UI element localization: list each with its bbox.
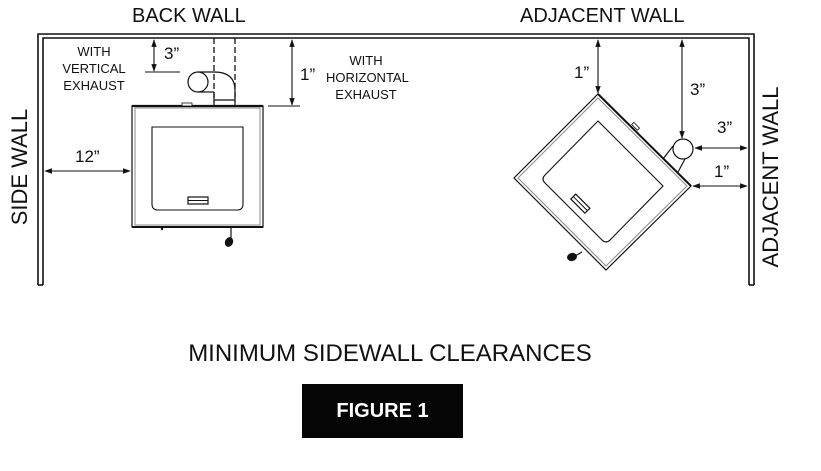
room-walls <box>37 33 755 286</box>
side-wall-label: SIDE WALL <box>7 108 32 226</box>
dim-side-corner: 1” <box>714 162 730 181</box>
control-knob <box>224 237 234 247</box>
dim-pipe-top: 3” <box>690 80 706 99</box>
note-line: EXHAUST <box>335 87 397 102</box>
figure-label: FIGURE 1 <box>336 399 429 422</box>
note-line: EXHAUST <box>63 78 125 93</box>
adjacent-wall-top-label: ADJACENT WALL <box>520 5 685 27</box>
back-wall-label: BACK WALL <box>132 5 246 27</box>
dim-side-wall: 12” <box>75 147 100 166</box>
control-knob <box>567 252 577 262</box>
horizontal-exhaust-elbow <box>187 71 236 106</box>
dim-vertical-exhaust: 3” <box>164 44 180 63</box>
corner-stove <box>513 93 694 271</box>
stove-body <box>513 93 692 271</box>
corner-dimensions <box>595 39 748 189</box>
vertical-exhaust-note: WITH VERTICAL EXHAUST <box>54 43 134 94</box>
note-line: VERTICAL <box>62 61 126 76</box>
note-line: HORIZONTAL <box>326 70 409 85</box>
dim-top-corner: 1” <box>574 63 590 82</box>
stove-body <box>131 105 264 228</box>
door-handle <box>569 193 591 215</box>
dim-horizontal-exhaust: 1” <box>300 65 316 84</box>
figure-label-box: FIGURE 1 <box>302 384 463 438</box>
note-line: WITH <box>349 53 383 68</box>
note-line: WITH <box>77 44 111 59</box>
figure-caption: MINIMUM SIDEWALL CLEARANCES <box>188 340 592 367</box>
stove-door <box>542 120 664 243</box>
left-stove <box>131 38 264 247</box>
horizontal-exhaust-note: WITH HORIZONTAL EXHAUST <box>326 52 409 103</box>
stove-door <box>151 126 244 211</box>
adjacent-wall-right-label: ADJACENT WALL <box>758 86 783 268</box>
left-dimensions <box>44 39 300 174</box>
exhaust-pipe <box>662 138 694 173</box>
dim-pipe-side: 3” <box>717 118 733 137</box>
